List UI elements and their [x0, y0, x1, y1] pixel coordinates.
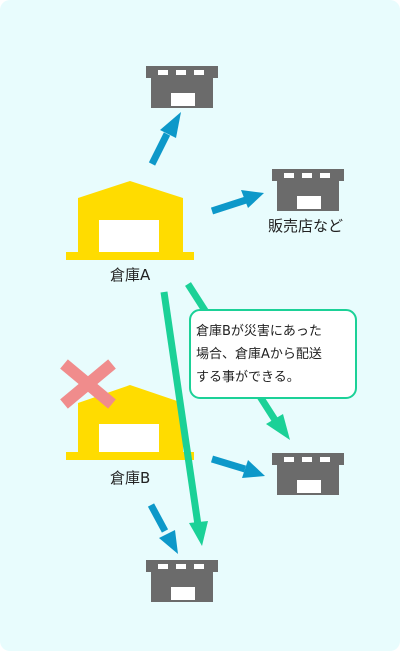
callout-line: する事ができる。 [196, 370, 300, 385]
store-bottom [146, 560, 218, 602]
store-top [146, 66, 218, 108]
store-middle-right [272, 453, 344, 495]
arrow-a-to-right [210, 190, 264, 215]
arrow-b-to-bottom [147, 503, 178, 554]
warehouse-a-icon [66, 181, 194, 260]
callout-line: 倉庫Bが災害にあった [196, 324, 322, 339]
arrow-a-to-top [148, 112, 181, 166]
warehouse-b-icon [66, 385, 194, 460]
callout-box [189, 309, 357, 399]
arrow-b-to-right [210, 455, 265, 478]
emergency-arrow-a-to-bottom [160, 291, 208, 546]
callout-text: 倉庫Bが災害にあった 場合、倉庫Aから配送 する事ができる。 [196, 320, 356, 389]
cross-icon [60, 359, 116, 409]
store-right [272, 169, 344, 211]
callout-line: 場合、倉庫Aから配送 [196, 347, 322, 362]
retail-label: 販売店など [268, 217, 344, 235]
warehouse-b-label: 倉庫B [110, 469, 151, 487]
warehouse-a-label: 倉庫A [110, 266, 151, 284]
